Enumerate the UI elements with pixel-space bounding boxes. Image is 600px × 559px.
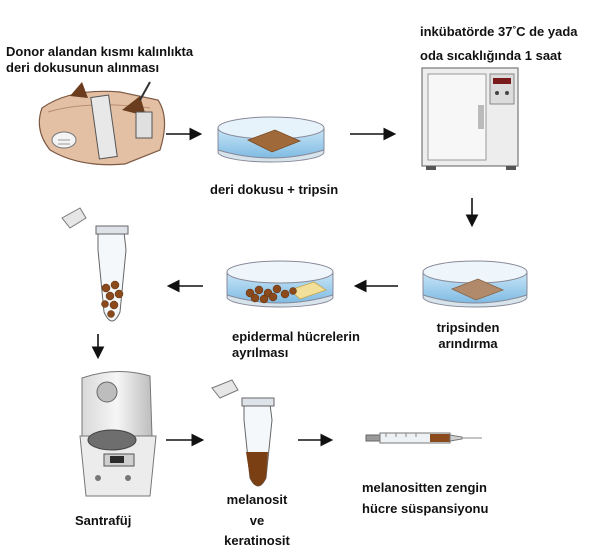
donor-label-line1: Donor alandan kısmı kalınlıkta [6, 44, 194, 59]
wash-label: tripsinden arındırma [428, 320, 508, 352]
incubator-label-line1: inkübatörde 37°C de yada [420, 24, 578, 39]
incubator-label-line2: oda sıcaklığında 1 saat [420, 48, 562, 63]
suspension-label: melanositten zengin hücre süspansiyonu [362, 480, 488, 517]
suspension-label-line2: hücre süspansiyonu [362, 501, 489, 516]
donor-label: Donor alandan kısmı kalınlıkta deri doku… [6, 44, 193, 76]
centrifuge-label: Santrafüj [75, 513, 132, 528]
syringe-icon [365, 432, 482, 444]
petri-dish-icon [217, 116, 325, 163]
cells-label-line2: ve [249, 513, 265, 528]
epidermal-label-line2: ayrılması [232, 345, 289, 360]
donor-label-line2: deri dokusunun alınması [6, 60, 160, 75]
epidermal-label-line1: epidermal hücrelerin [232, 329, 360, 344]
trypsin-label: deri dokusu + tripsin [210, 182, 339, 197]
petri-dish-icon [422, 260, 528, 308]
epidermal-label: epidermal hücrelerin ayrılması [232, 329, 360, 361]
cells-label-line1: melanosit [226, 492, 288, 507]
tube-icon [211, 379, 275, 487]
tube-icon [61, 207, 129, 322]
arrow-icon [91, 127, 479, 447]
skin-harvest-icon [38, 81, 166, 166]
centrifuge-icon [79, 370, 157, 497]
suspension-label-line1: melanositten zengin [362, 480, 487, 495]
petri-dish-icon [226, 260, 334, 308]
cells-label: melanosit ve keratinosit [212, 492, 302, 549]
incubator-icon [421, 67, 519, 170]
incubator-label: inkübatörde 37°C de yada oda sıcaklığınd… [420, 24, 578, 64]
wash-label-line2: arındırma [438, 336, 498, 351]
wash-label-line1: tripsinden [436, 320, 500, 335]
cells-label-line3: keratinosit [224, 533, 290, 548]
